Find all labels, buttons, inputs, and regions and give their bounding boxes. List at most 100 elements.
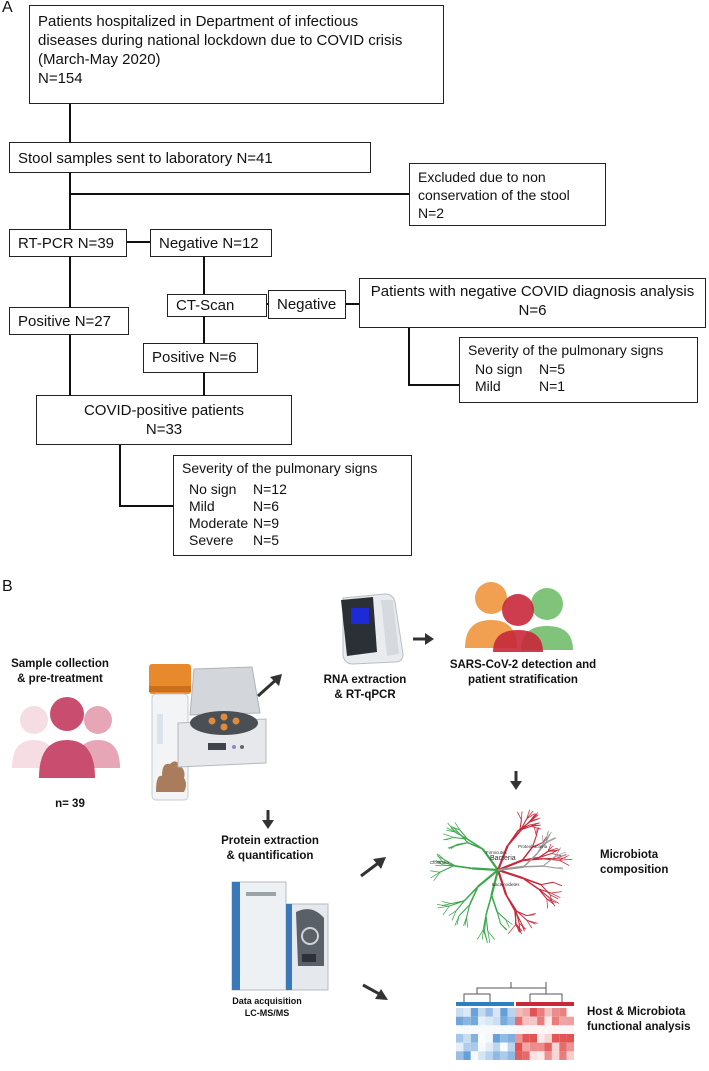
protein-line-1: Protein extraction (221, 835, 319, 847)
heatmap-cell (507, 1042, 515, 1052)
tree-branch (538, 888, 550, 899)
heatmap-cell (529, 1016, 538, 1026)
tree-branch (467, 841, 484, 850)
stratified-patients-icon (465, 582, 573, 652)
heatmap-cell (537, 1034, 545, 1043)
tree-branch (448, 910, 457, 916)
heatmap-cell (551, 1051, 560, 1060)
connector-rtpcr-negative (126, 241, 151, 243)
heatmap-cell (529, 1051, 538, 1060)
box-ctscan: CT-Scan (167, 294, 267, 317)
tree-branch (437, 904, 450, 907)
heatmap-cell (529, 1008, 538, 1017)
tree-branch (455, 842, 468, 847)
tree-branch (481, 848, 499, 871)
heatmap-cell (537, 1051, 545, 1060)
heatmap-cell (485, 1008, 493, 1017)
heatmap-cell (492, 1042, 501, 1052)
heatmap-cell (522, 1016, 530, 1026)
heatmap-cell (559, 1051, 567, 1060)
tree-branch (453, 864, 473, 870)
connector-excluded (70, 193, 410, 195)
stool-samples-text: Stool samples sent to laboratory N=41 (18, 150, 273, 167)
tree-branch (482, 915, 487, 930)
heatmap-cell (485, 1051, 493, 1060)
panel-b-label: B (2, 578, 13, 595)
tree-branch (542, 865, 556, 869)
tree-taxon-label: Firmicutes (486, 850, 508, 855)
panel-a-label: A (2, 0, 13, 16)
severity-label: Moderate (189, 515, 249, 531)
tree-branch (550, 892, 561, 899)
tree-branch (526, 914, 535, 916)
heatmap-cell (515, 1008, 523, 1017)
heatmap-cell (537, 1008, 545, 1017)
box-covid-positive: COVID-positive patients N=33 (36, 395, 292, 445)
tree-branch (458, 832, 469, 844)
heatmap-cell (485, 1042, 493, 1052)
tree-branch (536, 841, 547, 855)
heatmap-group-bar (456, 1002, 514, 1006)
heatmap-cell (559, 1042, 567, 1052)
tree-branch (455, 900, 465, 912)
sample-collection-line-1: Sample collection (11, 658, 109, 670)
severity-label: Mild (475, 378, 501, 394)
tree-branch (505, 919, 513, 925)
severity-label: Severe (189, 532, 234, 548)
heatmap-cell (537, 1025, 545, 1034)
tree-branch (520, 921, 526, 930)
heatmap-cell (507, 1008, 515, 1017)
tree-branch (526, 813, 535, 820)
severity-count: N=6 (253, 498, 280, 514)
heatmap-cell (544, 1008, 552, 1017)
box-hospitalized-patients: Patients hospitalized in Department of i… (29, 5, 444, 104)
heatmap-cell (544, 1034, 552, 1043)
tree-branch (496, 911, 502, 925)
heatmap-cell (463, 1042, 471, 1052)
phylogenetic-tree-icon: FirmicutesBacteriaClostridiaBacteroidete… (430, 809, 573, 944)
connector-positive6-covid (203, 373, 205, 395)
tree-branch (466, 904, 471, 918)
host-line-2: functional analysis (587, 1021, 691, 1033)
heatmap-cell (470, 1051, 479, 1060)
tree-branch (549, 894, 559, 900)
sample-collection-line-2: & pre-treatment (17, 673, 103, 685)
tree-branch (439, 865, 454, 873)
tree-branch (558, 855, 569, 861)
tree-branch (482, 929, 484, 940)
tree-branch (531, 825, 542, 830)
protein-line-2: & quantification (226, 850, 314, 862)
tree-branch (438, 854, 445, 861)
tree-branch (554, 847, 562, 857)
tree-branch (523, 853, 538, 868)
heatmap-cell (463, 1034, 471, 1043)
tree-branch (555, 867, 564, 870)
heatmap-cell (551, 1025, 560, 1034)
tree-branch (477, 869, 499, 888)
tree-branch (487, 930, 491, 944)
tree-branch (459, 829, 468, 840)
arrow-to-tree (510, 771, 522, 790)
heatmap-cell (500, 1034, 508, 1043)
tree-branch (449, 900, 465, 907)
heatmap-cell (551, 1008, 560, 1017)
microbiota-composition-label: Microbiota composition (600, 848, 700, 878)
tree-branch (558, 858, 573, 861)
tree-taxon-label: Bacteria (490, 855, 516, 862)
tree-branch (485, 915, 489, 932)
heatmap-group-bar (516, 1002, 574, 1006)
negative-diagnosis-line-1: Patients with negative COVID diagnosis a… (370, 283, 695, 300)
tree-branch (531, 824, 541, 827)
tree-branch (555, 855, 566, 857)
heatmap-cell (478, 1042, 486, 1052)
heatmap-cell (478, 1025, 486, 1034)
heatmap-cell (566, 1042, 574, 1052)
heatmap-cell (492, 1051, 501, 1060)
heatmap-cell (470, 1034, 479, 1043)
heatmap-cell (463, 1008, 471, 1017)
